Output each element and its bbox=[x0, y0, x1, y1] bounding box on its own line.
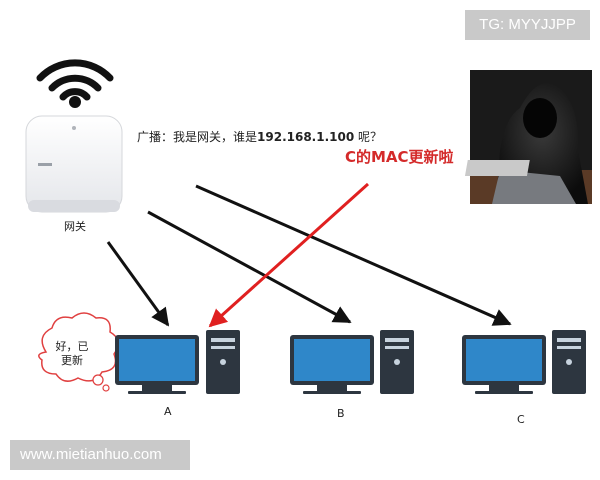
gateway-router-icon bbox=[25, 115, 123, 213]
attacker-message: C的MAC更新啦 bbox=[345, 148, 454, 166]
watermark-top: TG: MYYJJPP bbox=[465, 10, 590, 40]
broadcast-suffix: 呢？ bbox=[354, 130, 383, 144]
wifi-icon bbox=[36, 59, 114, 108]
host-c-label: C bbox=[517, 413, 525, 426]
computer-b-icon bbox=[290, 330, 414, 394]
broadcast-arrow-to-a bbox=[106, 241, 170, 327]
host-b-label: B bbox=[337, 407, 345, 420]
broadcast-arrow-to-b bbox=[147, 210, 352, 324]
computer-a-icon bbox=[115, 330, 240, 394]
gateway-label: 网关 bbox=[64, 220, 86, 233]
broadcast-ip: 192.168.1.100 bbox=[257, 130, 355, 144]
hacker-image bbox=[464, 70, 592, 204]
reply-bubble-text: 好，已 更新 bbox=[55, 340, 89, 367]
watermark-bottom: www.mietianhuo.com bbox=[10, 440, 190, 470]
computer-c-icon bbox=[462, 330, 586, 394]
broadcast-message: 广播：我是网关，谁是192.168.1.100 呢？ bbox=[137, 128, 382, 145]
attack-arrow-to-a bbox=[208, 182, 370, 328]
broadcast-prefix: 广播：我是网关，谁是 bbox=[137, 130, 258, 144]
broadcast-arrow-to-c bbox=[195, 184, 512, 326]
reply-bubble bbox=[38, 312, 119, 392]
host-a-label: A bbox=[164, 405, 172, 418]
